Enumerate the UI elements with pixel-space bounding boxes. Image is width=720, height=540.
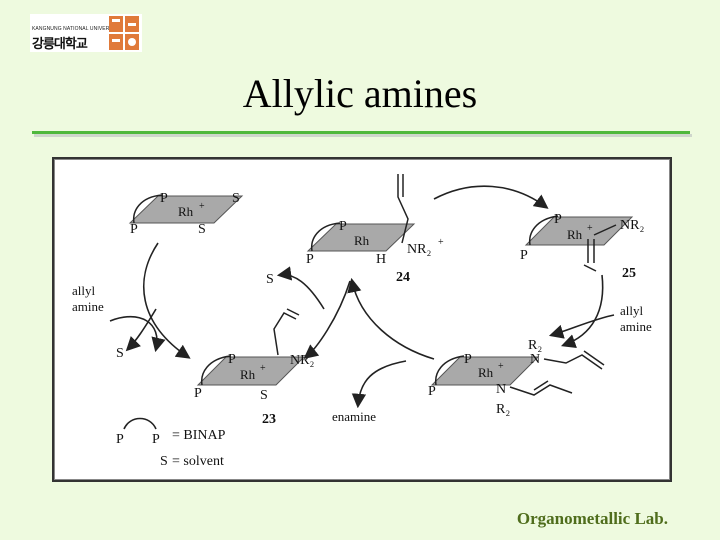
rh-label: Rh <box>354 233 370 248</box>
p-legend-label: P <box>116 432 124 447</box>
p-label: P <box>520 248 528 263</box>
enamine-double-bond-lower <box>533 380 549 391</box>
arrow-left-to-bottom <box>142 242 191 359</box>
charge-label: + <box>199 201 205 212</box>
square-plane-tl <box>128 195 244 224</box>
s-label: S <box>232 191 240 206</box>
eta3-ligand-25 <box>583 224 617 272</box>
enamine-label: enamine <box>332 409 376 424</box>
allyl-chain-upper <box>543 354 603 370</box>
allyl-amine-left-label: amine <box>72 299 104 314</box>
compound-number-24: 24 <box>396 270 410 285</box>
p-label: P <box>464 352 472 367</box>
arrow-top-to-right <box>433 185 549 209</box>
university-emblem-icon <box>109 16 139 50</box>
arrow-bottom-right-to-center <box>347 277 435 360</box>
arrow-center-to-bottom-left <box>303 280 351 360</box>
charge-label: + <box>438 237 444 248</box>
n-label: N <box>496 382 506 397</box>
logo-english-text: KANGNUNG NATIONAL UNIVERSITY <box>32 26 121 32</box>
r2-label: R₂ <box>496 402 510 417</box>
rh-label: Rh <box>567 227 583 242</box>
arrow-allyl-amine-left <box>109 316 166 353</box>
complex-rh-solvent: P P Rh + S S <box>128 191 244 237</box>
binap-chelate-23 <box>200 355 231 386</box>
binap-legend-arc <box>123 417 157 430</box>
complex-25: P P Rh + NR₂ 25 <box>520 212 644 281</box>
allyl-amine-left-label: allyl <box>72 283 95 298</box>
binap-legend-text: = BINAP <box>172 428 226 443</box>
rh-label: Rh <box>240 367 256 382</box>
r2-label: R₂ <box>528 338 542 353</box>
binap-chelate-tl <box>132 194 163 224</box>
p-label: P <box>428 384 436 399</box>
allyl-amine-right-label: amine <box>620 319 652 334</box>
arrow-right-to-bottom <box>560 274 604 349</box>
square-plane-25 <box>524 216 634 246</box>
allyl-substituent-24 <box>397 174 409 244</box>
complex-23: P P Rh + NR₂ S 23 <box>194 308 314 427</box>
compound-number-23: 23 <box>262 412 276 427</box>
allyl-amine-right-label: allyl <box>620 303 643 318</box>
p-label: P <box>554 212 562 227</box>
binap-chelate-24 <box>310 222 341 252</box>
arrow-s-left-out <box>125 308 157 352</box>
rh-label: Rh <box>178 204 194 219</box>
s-legend-label: S <box>160 454 168 469</box>
square-plane-24 <box>306 223 416 252</box>
p-legend-label: P <box>152 432 160 447</box>
s-label: S <box>198 222 206 237</box>
arrow-s-center-out <box>276 266 325 310</box>
rh-label: Rh <box>478 365 494 380</box>
university-logo: KANGNUNG NATIONAL UNIVERSITY 강릉대학교 <box>30 14 142 52</box>
solvent-legend-text: = solvent <box>172 454 224 469</box>
catalytic-cycle-figure: P P Rh + S S P P Rh H NR₂ + 24 P P R <box>52 157 672 482</box>
s-label: S <box>260 388 268 403</box>
slide-title: Allylic amines <box>242 71 478 116</box>
binap-chelate-25 <box>528 215 559 246</box>
s-left-label: S <box>116 346 124 361</box>
p-label: P <box>194 386 202 401</box>
logo-korean-text: 강릉대학교 <box>32 37 88 52</box>
title-divider <box>32 131 690 134</box>
p-label: P <box>130 222 138 237</box>
arrow-allyl-amine-right <box>548 314 615 339</box>
square-plane-23 <box>196 356 306 386</box>
compound-number-25: 25 <box>622 266 636 281</box>
lab-footer: Organometallic Lab. <box>516 509 668 528</box>
charge-label: + <box>498 361 504 372</box>
charge-label: + <box>587 223 593 234</box>
p-label: P <box>228 352 236 367</box>
nr2-label: NR₂ <box>407 242 431 257</box>
binap-chelate-br <box>434 355 465 386</box>
allyl-double-bond-upper <box>583 350 605 366</box>
allyl-substituent-23 <box>273 312 297 356</box>
n-label: N <box>530 352 540 367</box>
p-label: P <box>306 252 314 267</box>
s-center-label: S <box>266 272 274 287</box>
p-label: P <box>160 191 168 206</box>
charge-label: + <box>260 363 266 374</box>
square-plane-br <box>430 356 540 386</box>
complex-bis-amine: P P Rh + R₂ N N R₂ <box>428 338 605 417</box>
nr2-label: NR₂ <box>620 218 644 233</box>
allyl-double-bond-23 <box>286 308 300 316</box>
complex-24: P P Rh H NR₂ + 24 <box>306 174 444 285</box>
p-label: P <box>339 219 347 234</box>
h-label: H <box>376 252 386 267</box>
legend: P P = BINAP S = solvent <box>116 417 226 469</box>
enamine-chain-lower <box>509 384 573 396</box>
nr2-label: NR₂ <box>290 353 314 368</box>
arrow-enamine-out <box>351 360 407 409</box>
catalytic-cycle-diagram: P P Rh + S S P P Rh H NR₂ + 24 P P R <box>72 174 652 469</box>
